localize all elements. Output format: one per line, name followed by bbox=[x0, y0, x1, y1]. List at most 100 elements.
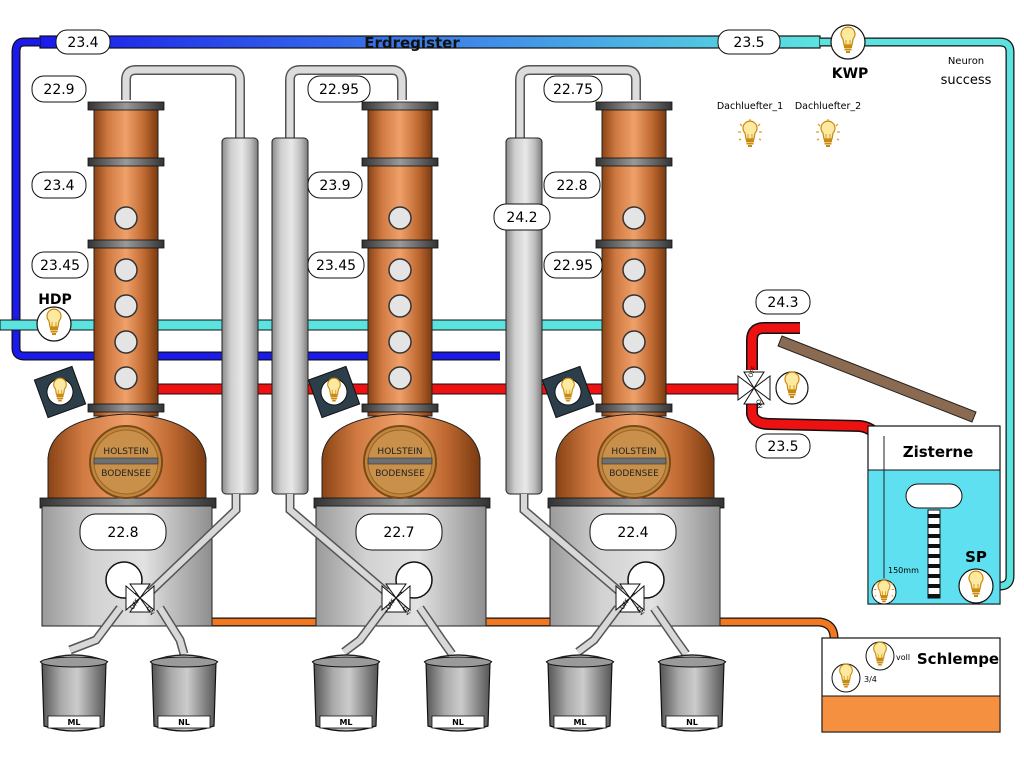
still-1-drain-valve[interactable]: OFF ON bbox=[125, 583, 155, 617]
heat-valve-on-label: ON bbox=[754, 399, 763, 410]
svg-text:22.95: 22.95 bbox=[553, 258, 593, 274]
sp-label: SP bbox=[965, 548, 987, 566]
heat-valve-off-label: OFF bbox=[747, 365, 758, 379]
still-2-top-temp: 22.95 bbox=[307, 75, 371, 103]
still-3-condenser-temp: 24.2 bbox=[493, 203, 551, 231]
svg-text:22.8: 22.8 bbox=[107, 525, 138, 541]
erdregister-left-temp: 23.4 bbox=[55, 29, 111, 55]
kwp-pump[interactable] bbox=[830, 24, 866, 60]
still-1 bbox=[39, 65, 259, 656]
fan-1-lamp[interactable] bbox=[738, 119, 762, 147]
still-3-top-temp: 22.75 bbox=[543, 75, 603, 103]
still-3-mid-temp: 22.8 bbox=[543, 171, 601, 199]
bucket-3-ml: ML bbox=[545, 654, 615, 732]
plaque-1: HOLSTEIN BODENSEE bbox=[89, 425, 163, 499]
cistern-inlet-chute bbox=[777, 335, 977, 423]
valve-on-label: ON bbox=[400, 605, 411, 617]
still-2-drain-valve[interactable]: OFF ON bbox=[381, 583, 411, 617]
blue-cold-pipe bbox=[12, 38, 500, 360]
svg-text:23.5: 23.5 bbox=[767, 439, 798, 455]
hdp-pump[interactable] bbox=[36, 306, 72, 342]
fan-1-label: Dachluefter_1 bbox=[717, 101, 783, 112]
fan-2-label: Dachluefter_2 bbox=[795, 101, 861, 112]
valve-on-label: ON bbox=[634, 605, 645, 617]
cistern-level-label: 150mm bbox=[888, 566, 919, 575]
sp-pump[interactable] bbox=[958, 568, 994, 604]
plaque-3-line2: BODENSEE bbox=[609, 469, 659, 479]
still-3-heater-lamp[interactable] bbox=[541, 365, 595, 419]
schlempe-pipe bbox=[210, 618, 838, 639]
svg-text:23.5: 23.5 bbox=[733, 35, 764, 51]
neuron-label: Neuron bbox=[948, 56, 984, 67]
fan-2-bulb-icon bbox=[816, 119, 840, 147]
schlempe-title: Schlempe bbox=[917, 650, 999, 668]
still-2-low-temp: 23.45 bbox=[307, 251, 365, 279]
erdregister-title: Erdregister bbox=[364, 34, 460, 52]
svg-text:23.4: 23.4 bbox=[67, 35, 98, 51]
svg-text:23.4: 23.4 bbox=[43, 178, 74, 194]
plaque-3-line1: HOLSTEIN bbox=[611, 447, 656, 457]
svg-text:22.4: 22.4 bbox=[617, 525, 648, 541]
still-1-low-temp: 23.45 bbox=[31, 251, 89, 279]
plaque-2-line2: BODENSEE bbox=[375, 469, 425, 479]
svg-text:24.3: 24.3 bbox=[767, 295, 798, 311]
still-1-heater-lamp[interactable] bbox=[33, 365, 87, 419]
bucket-1-ml-label: ML bbox=[67, 718, 80, 727]
bucket-3-ml-label: ML bbox=[573, 718, 586, 727]
cistern-title: Zisterne bbox=[903, 443, 974, 461]
heat-upper-temp: 24.3 bbox=[755, 289, 811, 315]
fan-2-lamp[interactable] bbox=[816, 119, 840, 147]
plaque-1-line2: BODENSEE bbox=[101, 469, 151, 479]
bucket-2-ml: ML bbox=[311, 654, 381, 732]
heat-lower-temp: 23.5 bbox=[755, 433, 811, 459]
plaque-1-line1: HOLSTEIN bbox=[103, 447, 148, 457]
neuron-status: success bbox=[941, 73, 992, 88]
still-3-kettle-temp: 22.4 bbox=[589, 513, 677, 551]
red-up-pipe bbox=[747, 323, 800, 370]
still-3-drain-valve[interactable]: OFF ON bbox=[615, 583, 645, 617]
bucket-1-nl-label: NL bbox=[178, 718, 190, 727]
still-2 bbox=[271, 65, 491, 657]
kwp-label: KWP bbox=[832, 66, 869, 82]
svg-text:23.45: 23.45 bbox=[40, 258, 80, 274]
plaque-3: HOLSTEIN BODENSEE bbox=[597, 425, 671, 499]
bucket-2-nl-label: NL bbox=[452, 718, 464, 727]
bucket-3-nl: NL bbox=[657, 654, 727, 732]
schlempe-tank: Schlempe voll 3/4 bbox=[821, 637, 1001, 733]
schlempe-3-4-lamp bbox=[831, 663, 861, 693]
cyan-return-pipe bbox=[820, 38, 1014, 590]
fan-1-bulb-icon bbox=[738, 119, 762, 147]
svg-text:24.2: 24.2 bbox=[506, 210, 537, 226]
cistern-level-lamp bbox=[871, 578, 897, 605]
bucket-1-nl: NL bbox=[149, 654, 219, 732]
still-1-mid-temp: 23.4 bbox=[31, 171, 87, 199]
still-3-low-temp: 22.95 bbox=[543, 251, 603, 279]
bucket-2-ml-label: ML bbox=[339, 718, 352, 727]
heat-valve[interactable]: OFF ON bbox=[737, 365, 771, 410]
svg-text:22.75: 22.75 bbox=[553, 82, 593, 98]
erdregister-right-temp: 23.5 bbox=[717, 29, 781, 55]
plaque-2-line1: HOLSTEIN bbox=[377, 447, 422, 457]
still-1-top-temp: 22.9 bbox=[31, 75, 87, 103]
bucket-2-nl: NL bbox=[423, 654, 493, 732]
bucket-1-ml: ML bbox=[39, 654, 109, 732]
still-2-mid-temp: 23.9 bbox=[307, 171, 363, 199]
plaque-2: HOLSTEIN BODENSEE bbox=[363, 425, 437, 499]
still-1-kettle-temp: 22.8 bbox=[79, 513, 167, 551]
valve-on-label: ON bbox=[144, 605, 155, 617]
heat-valve-lamp[interactable] bbox=[775, 371, 809, 405]
schlempe-full-label: voll bbox=[896, 653, 910, 662]
still-3 bbox=[505, 65, 725, 657]
hdp-label: HDP bbox=[38, 292, 72, 308]
svg-text:22.7: 22.7 bbox=[383, 525, 414, 541]
svg-text:22.95: 22.95 bbox=[319, 82, 359, 98]
schlempe-3-4-label: 3/4 bbox=[864, 675, 877, 684]
still-2-heater-lamp[interactable] bbox=[307, 365, 361, 419]
svg-text:23.9: 23.9 bbox=[319, 178, 350, 194]
svg-text:22.8: 22.8 bbox=[556, 178, 587, 194]
svg-text:22.9: 22.9 bbox=[43, 82, 74, 98]
still-2-kettle-temp: 22.7 bbox=[355, 513, 443, 551]
svg-text:23.45: 23.45 bbox=[316, 258, 356, 274]
bucket-3-nl-label: NL bbox=[686, 718, 698, 727]
